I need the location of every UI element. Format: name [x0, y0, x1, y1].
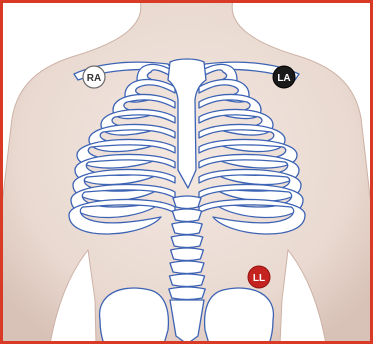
vertebra-8 — [169, 287, 205, 300]
vertebra-1 — [173, 196, 201, 209]
electrode-la: LA — [273, 66, 295, 88]
electrode-la-label: LA — [277, 73, 290, 84]
electrode-ra: RA — [83, 66, 105, 88]
electrode-ll-label: LL — [253, 273, 265, 284]
vertebra-3 — [172, 222, 202, 235]
pelvis — [100, 288, 169, 344]
vertebra-5 — [171, 248, 204, 261]
electrode-ll: LL — [248, 266, 270, 288]
vertebra-7 — [169, 274, 204, 287]
electrode-ra-label: RA — [87, 73, 101, 84]
vertebra-2 — [172, 209, 201, 222]
pelvis-right-wing — [205, 288, 274, 344]
vertebra-6 — [170, 261, 204, 274]
vertebra-4 — [171, 235, 203, 248]
